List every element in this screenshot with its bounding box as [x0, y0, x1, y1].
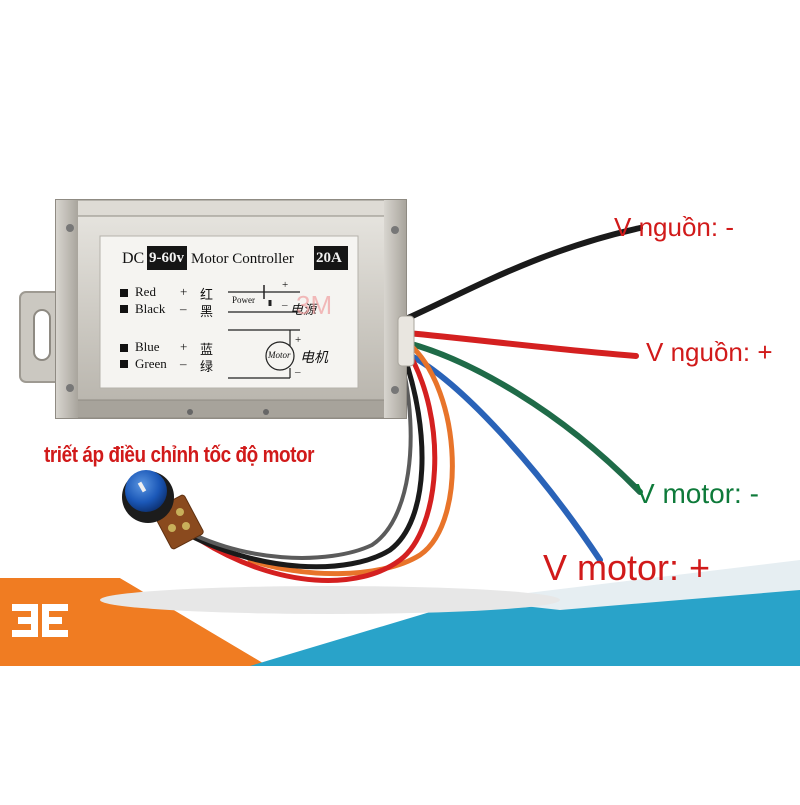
wire-orange: [247, 337, 455, 577]
plate-black-sign: –: [180, 301, 187, 316]
plate-title: Motor Controller: [191, 251, 294, 267]
plate-prefix: DC: [122, 250, 145, 267]
plate-motor-cn: 电机: [300, 351, 328, 366]
watermark: 3M: [296, 290, 333, 320]
wire-pot-black: [177, 353, 425, 570]
plate-power-cn: 电源: [290, 302, 317, 317]
plate-green-sign: –: [180, 356, 187, 371]
plate-power-minus: –: [282, 299, 288, 311]
3e-logo-icon: [12, 604, 68, 637]
controller-box: [55, 199, 415, 419]
plate-power: Power: [232, 295, 255, 305]
label-potentiometer: triết áp điều chỉnh tốc độ motor: [44, 442, 315, 467]
plate-red: Red: [135, 284, 156, 299]
plate-black: Black: [135, 301, 166, 316]
plate-voltage: 9-60v: [149, 250, 184, 266]
label-motor-positive: V motor: +: [543, 547, 711, 588]
plate-green: Green: [135, 356, 167, 371]
plate-motor-plus: +: [295, 334, 302, 346]
potentiometer-knob: [122, 470, 204, 550]
label-psu-positive: V nguồn: +: [646, 337, 773, 367]
wire-red: [405, 330, 639, 359]
plate-green-cn: 绿: [200, 359, 214, 374]
plate-blue-sign: +: [180, 339, 188, 354]
wire-black: [405, 225, 643, 321]
plate-red-sign: +: [180, 284, 188, 299]
wires: [168, 225, 643, 583]
plate-red-cn: 红: [200, 287, 214, 302]
wire-pot-gray: [168, 360, 413, 560]
plate-black-cn: 黑: [200, 304, 214, 319]
label-psu-negative: V nguồn: -: [614, 212, 734, 242]
plate-motor-minus: –: [295, 366, 301, 378]
plate-power-plus: +: [282, 279, 289, 291]
plate-blue-cn: 蓝: [200, 342, 214, 357]
wire-green: [405, 340, 643, 495]
wire-pot-red: [197, 345, 438, 583]
plate-motor: Motor: [268, 350, 291, 360]
plate-blue: Blue: [135, 339, 160, 354]
label-motor-negative: V motor: -: [636, 478, 759, 509]
plate-current: 20A: [316, 250, 342, 266]
